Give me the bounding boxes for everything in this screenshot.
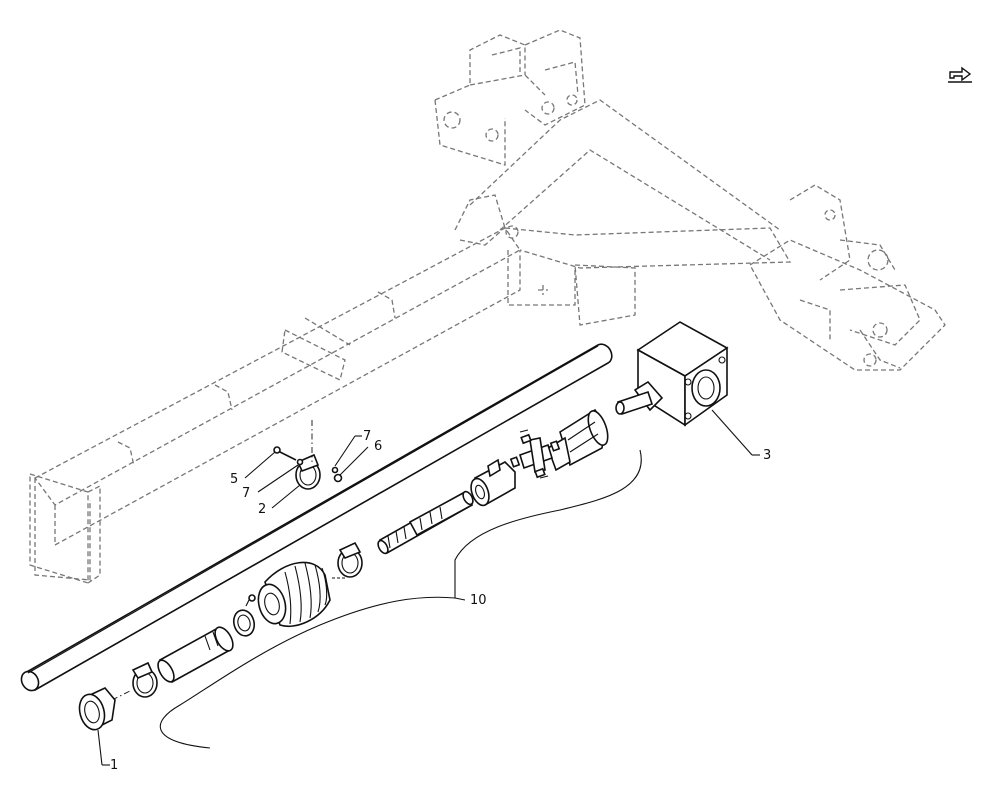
clamp-lower <box>111 661 158 701</box>
callout-7-lower: 7 <box>242 486 250 501</box>
callout-2: 2 <box>258 502 266 517</box>
protection-bellows <box>257 561 345 627</box>
gearbox <box>615 321 729 427</box>
next-page-icon[interactable] <box>948 66 972 83</box>
outer-tube <box>157 626 234 684</box>
safety-chain <box>159 449 642 749</box>
universal-joint-cross <box>509 429 561 479</box>
callout-7-upper: 7 <box>363 429 371 444</box>
inner-yoke <box>470 458 516 507</box>
clamp-hardware <box>273 420 343 490</box>
retaining-ring <box>232 594 256 637</box>
callout-leaders <box>97 409 760 766</box>
callout-10: 10 <box>470 593 487 608</box>
callout-5: 5 <box>230 472 238 487</box>
inner-shaft <box>377 490 474 555</box>
callout-3: 3 <box>763 448 771 463</box>
clamp-upper <box>337 541 363 578</box>
bearing-cup <box>78 687 116 731</box>
callout-1: 1 <box>110 758 118 773</box>
callout-6: 6 <box>374 439 382 454</box>
cv-yoke <box>547 408 609 472</box>
long-tube <box>20 343 613 692</box>
machine-frame <box>29 29 946 584</box>
